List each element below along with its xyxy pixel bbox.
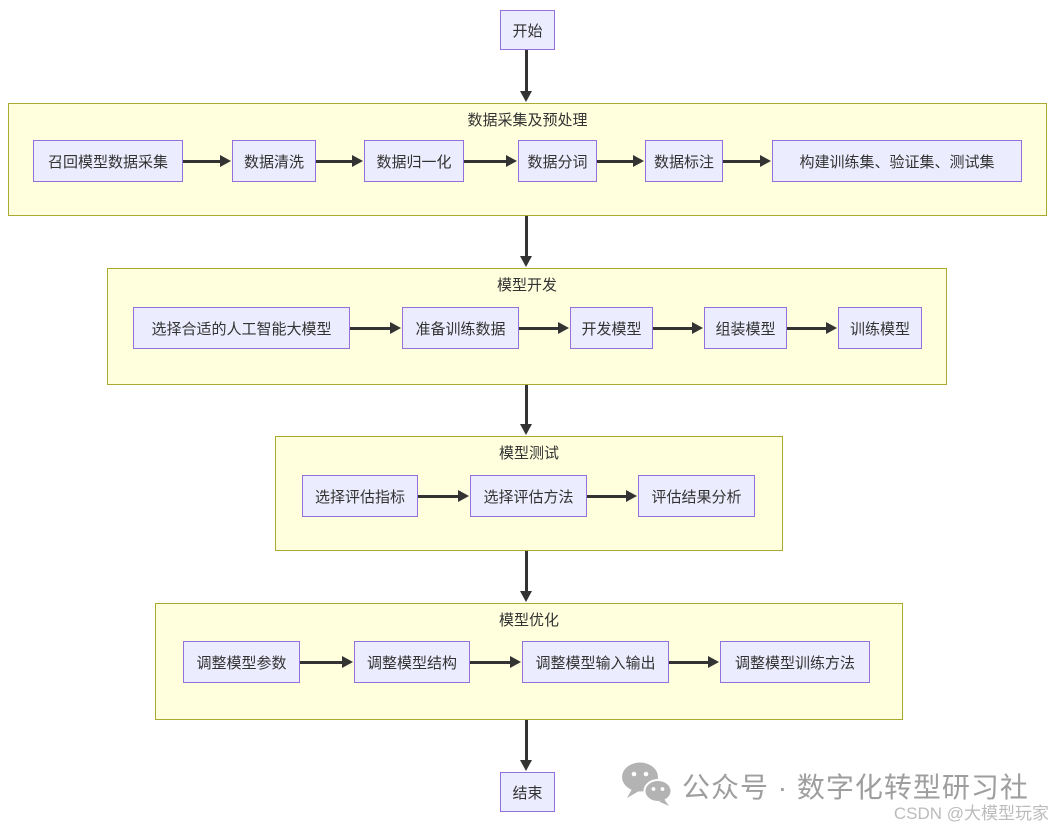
group-title: 模型测试 [498, 445, 559, 462]
flow-node-assemble-model: 组装模型 [704, 307, 787, 349]
flow-node-tune-io: 调整模型输入输出 [522, 641, 669, 683]
flow-node-tune-structure: 调整模型结构 [354, 641, 470, 683]
end-node: 结束 [500, 772, 555, 812]
group-title: 数据采集及预处理 [467, 112, 588, 129]
flow-node-select-eval-method: 选择评估方法 [470, 475, 587, 517]
flow-node-develop-model: 开发模型 [570, 307, 653, 349]
flow-node-recall-data-collection: 召回模型数据采集 [33, 140, 183, 182]
csdn-watermark-text: CSDN @大模型玩家 [893, 804, 1049, 823]
wechat-icon [622, 762, 673, 806]
arrow-right-connector [787, 322, 837, 334]
arrow-right-connector [597, 155, 644, 167]
arrow-right-connector [418, 490, 469, 502]
flow-node-tune-training-method: 调整模型训练方法 [720, 641, 870, 683]
flow-node-select-llm: 选择合适的人工智能大模型 [133, 307, 350, 349]
flow-node-data-labeling: 数据标注 [645, 140, 723, 182]
flow-node-data-cleaning: 数据清洗 [232, 140, 316, 182]
arrow-right-connector [316, 155, 363, 167]
group-title: 模型开发 [496, 277, 557, 294]
arrow-right-connector [183, 155, 231, 167]
arrow-down-connector [520, 385, 531, 435]
group-title: 模型优化 [498, 612, 559, 629]
flow-node-tune-parameters: 调整模型参数 [183, 641, 300, 683]
arrow-down-connector [520, 720, 531, 771]
arrow-right-connector [464, 155, 517, 167]
flow-node-train-model: 训练模型 [838, 307, 922, 349]
flow-node-select-metrics: 选择评估指标 [302, 475, 418, 517]
arrow-right-connector [470, 656, 521, 668]
flow-node-build-datasets: 构建训练集、验证集、测试集 [772, 140, 1022, 182]
arrow-down-connector [520, 50, 531, 102]
flow-node-data-normalization: 数据归一化 [364, 140, 464, 182]
arrow-right-connector [519, 322, 569, 334]
flow-node-analyze-results: 评估结果分析 [638, 475, 755, 517]
arrow-right-connector [300, 656, 353, 668]
flow-node-prepare-training-data: 准备训练数据 [402, 307, 519, 349]
arrow-right-connector [653, 322, 703, 334]
arrow-right-connector [723, 155, 771, 167]
wechat-watermark-text: 公众号 · 数字化转型研习社 [682, 772, 1029, 803]
arrow-down-connector [520, 216, 531, 267]
start-node: 开始 [500, 10, 555, 50]
arrow-right-connector [350, 322, 401, 334]
arrow-down-connector [520, 551, 531, 602]
arrow-right-connector [587, 490, 637, 502]
arrow-right-connector [669, 656, 719, 668]
flow-node-data-tokenization: 数据分词 [518, 140, 597, 182]
